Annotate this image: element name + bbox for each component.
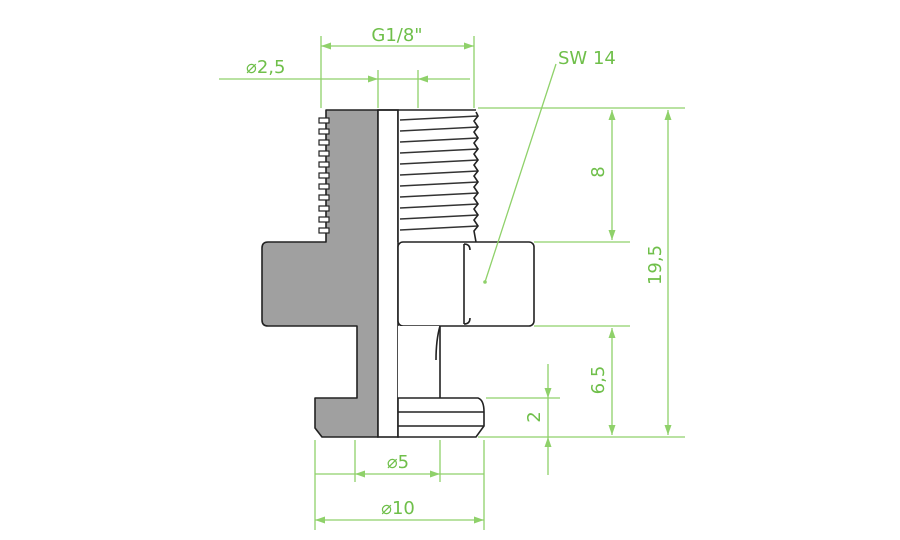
right-thread (378, 109, 479, 243)
dim-thread-length: 8 (588, 110, 616, 240)
dim-diameter-inner: ⌀5 (315, 452, 484, 478)
dim-diameter-inner-label: ⌀5 (387, 452, 409, 473)
body-section (261, 109, 379, 438)
dim-thread-length-label: 8 (588, 166, 609, 177)
left-thread-teeth (318, 117, 330, 234)
dim-total-height-label: 19,5 (645, 245, 666, 285)
lower-stem (398, 325, 441, 398)
dim-bore: ⌀2,5 (219, 57, 470, 108)
dim-wrench-label: SW 14 (558, 48, 616, 69)
dim-bore-label: ⌀2,5 (246, 57, 285, 78)
dimensions: G1/8" ⌀2,5 SW 14 8 (219, 25, 685, 530)
hex-nut (397, 241, 535, 327)
dim-diameter-outer-label: ⌀10 (381, 498, 415, 519)
dim-lower-height: 6,5 (588, 328, 616, 435)
dim-lower-height-label: 6,5 (588, 366, 609, 395)
dim-thread: G1/8" (320, 25, 475, 108)
dim-total-height: 19,5 (645, 110, 672, 435)
dim-diameter-outer: ⌀10 (315, 498, 484, 524)
central-bore (377, 109, 399, 438)
dim-flange-thickness: 2 (524, 364, 552, 475)
dim-flange-thickness-label: 2 (524, 411, 545, 422)
dim-wrench: SW 14 (483, 48, 616, 284)
dim-thread-label: G1/8" (371, 25, 422, 46)
bottom-flange (397, 397, 485, 438)
fitting-part (261, 109, 535, 438)
